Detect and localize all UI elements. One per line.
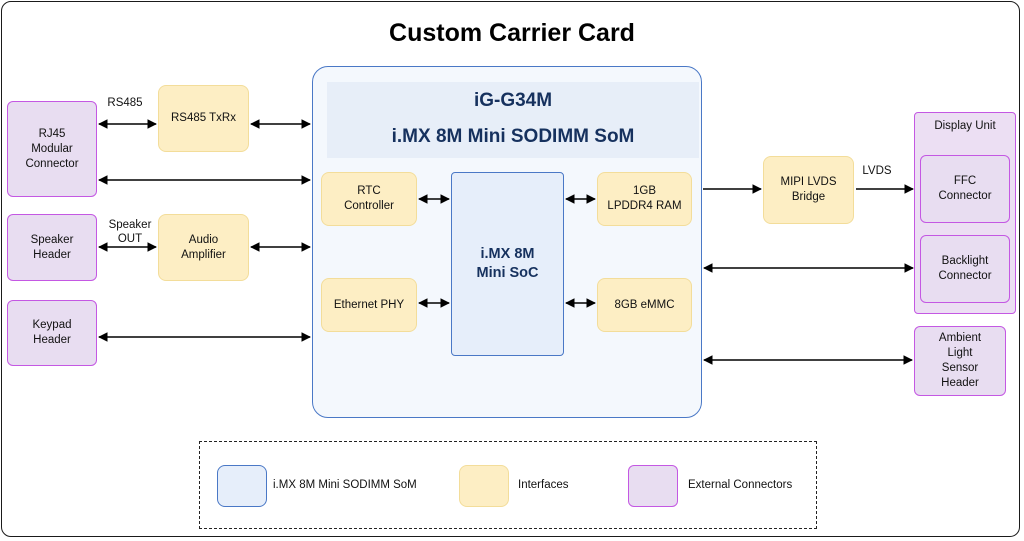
rs485-txrx-block: RS485 TxRx xyxy=(158,85,249,152)
ambient-line2: Light xyxy=(947,347,973,359)
ethernet-phy-label: Ethernet PHY xyxy=(333,298,405,311)
ambient-line4: Header xyxy=(941,377,979,389)
audio-amp-line1: Audio xyxy=(188,233,219,246)
rs485-txrx-label: RS485 TxRx xyxy=(171,112,236,124)
rtc-line1: RTC xyxy=(357,185,381,197)
mipi-line2: Bridge xyxy=(791,191,826,203)
speaker-header-line1: Speaker xyxy=(30,233,74,246)
backlight-line2: Connector xyxy=(938,270,992,282)
keypad-header-line2: Header xyxy=(33,334,71,346)
mipi-lvds-bridge-block: MIPI LVDS Bridge xyxy=(763,156,854,224)
speaker-header-block: Speaker Header xyxy=(7,214,97,281)
speaker-out-connection-label: Speaker OUT xyxy=(100,218,160,246)
legend-label-som: i.MX 8M Mini SODIMM SoM xyxy=(273,479,417,491)
lvds-connection-label: LVDS xyxy=(862,165,892,177)
ffc-line2: Connector xyxy=(938,190,992,202)
ffc-connector-block: FFC Connector xyxy=(920,155,1010,223)
soc-label-line2: Mini SoC xyxy=(476,265,539,281)
ambient-line1: Ambient xyxy=(938,332,982,344)
som-description-title: i.MX 8M Mini SODIMM SoM xyxy=(391,126,635,147)
display-unit-label: Display Unit xyxy=(934,120,996,132)
keypad-header-line1: Keypad xyxy=(32,319,72,331)
audio-amp-line2: Amplifier xyxy=(181,248,226,261)
page-title: Custom Carrier Card xyxy=(389,19,635,47)
legend-swatch-interfaces xyxy=(459,465,509,507)
soc-block: i.MX 8M Mini SoC xyxy=(451,172,564,356)
legend-swatch-external xyxy=(628,465,678,507)
ram-line1: 1GB xyxy=(632,185,656,197)
legend-swatch-som xyxy=(217,465,267,507)
rj45-line2: Modular xyxy=(31,142,73,155)
emmc-block: 8GB eMMC xyxy=(597,278,692,332)
ambient-light-sensor-block: Ambient Light Sensor Header xyxy=(914,326,1006,396)
backlight-line1: Backlight xyxy=(941,255,989,267)
rtc-line2: Controller xyxy=(344,200,394,212)
som-title-band xyxy=(327,82,699,158)
legend-box xyxy=(199,441,817,529)
keypad-header-block: Keypad Header xyxy=(7,300,97,366)
rj45-line3: Connector xyxy=(25,157,79,170)
ram-line2: LPDDR4 RAM xyxy=(607,200,682,212)
emmc-label: 8GB eMMC xyxy=(614,298,675,311)
mipi-line1: MIPI LVDS xyxy=(780,176,837,188)
rj45-connector-block: RJ45 Modular Connector xyxy=(7,101,97,197)
rs485-connection-label: RS485 xyxy=(107,97,143,109)
som-model-title: iG-G34M xyxy=(473,90,553,111)
legend-label-interfaces: Interfaces xyxy=(518,479,569,491)
ambient-line3: Sensor xyxy=(941,362,979,374)
backlight-connector-block: Backlight Connector xyxy=(920,235,1010,303)
speaker-header-line2: Header xyxy=(33,248,71,261)
ffc-line1: FFC xyxy=(953,175,977,187)
ethernet-phy-block: Ethernet PHY xyxy=(321,278,417,332)
rj45-line1: RJ45 xyxy=(38,127,66,140)
speaker-out-line2: OUT xyxy=(117,233,143,245)
audio-amplifier-block: Audio Amplifier xyxy=(158,214,249,281)
soc-label-line1: i.MX 8M xyxy=(480,246,535,262)
legend-label-external: External Connectors xyxy=(688,479,793,491)
speaker-out-line1: Speaker xyxy=(108,219,152,231)
rtc-controller-block: RTC Controller xyxy=(321,172,417,226)
lpddr4-ram-block: 1GB LPDDR4 RAM xyxy=(597,172,692,226)
